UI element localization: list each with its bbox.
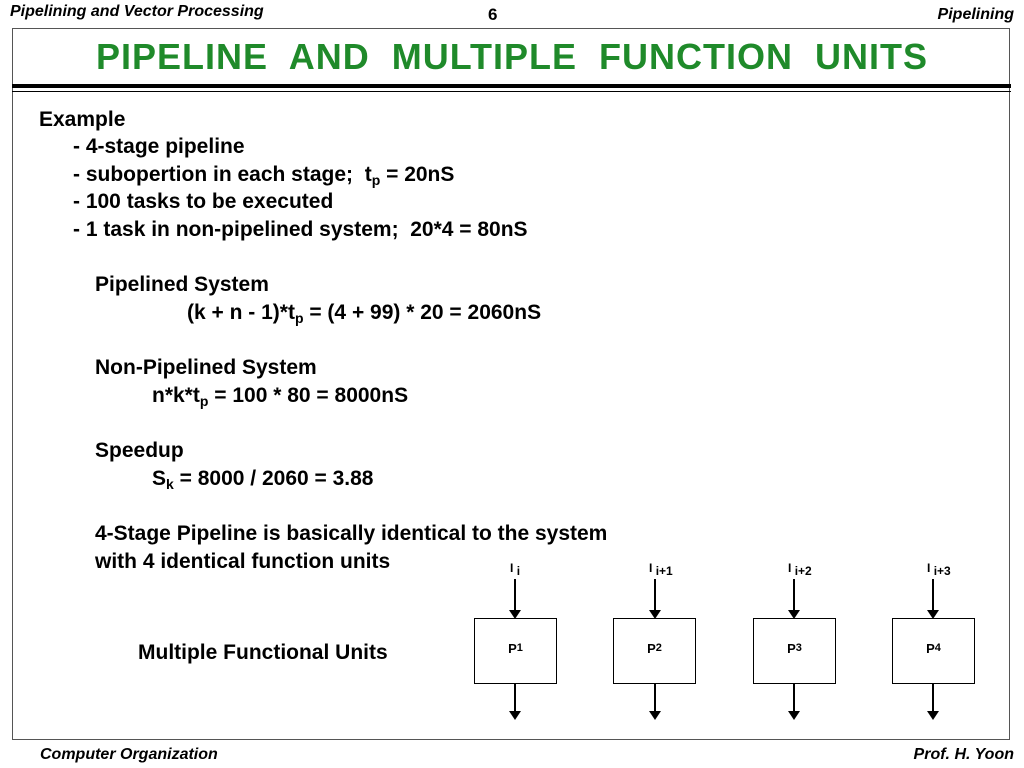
unit-2-input-label: I i+1 [649, 561, 673, 578]
unit-4-input-label: I i+3 [927, 561, 951, 578]
unit-1-output-arrow [509, 684, 521, 720]
bullet-suboperation-time: - subopertion in each stage; tp = 20nS [73, 163, 455, 188]
conclusion-line-2: with 4 identical function units [95, 550, 391, 573]
page-number: 6 [488, 5, 498, 24]
unit-3-output-arrow [788, 684, 800, 720]
footer-course-name: Computer Organization [40, 746, 218, 763]
conclusion-line-1: 4-Stage Pipeline is basically identical … [95, 522, 608, 545]
bullet-non-pipelined-time: - 1 task in non-pipelined system; 20*4 =… [73, 218, 528, 241]
header-section-title: Pipelining [937, 6, 1014, 23]
unit-3-input-label: I i+2 [788, 561, 812, 578]
unit-4-output-arrow [927, 684, 939, 720]
bullet-task-count: - 100 tasks to be executed [73, 190, 334, 213]
unit-3-input-arrow [788, 579, 800, 619]
unit-4-input-arrow [927, 579, 939, 619]
slide-frame [12, 28, 1010, 740]
unit-1-input-label: I i [510, 561, 521, 578]
unit-1-input-arrow [509, 579, 521, 619]
example-heading: Example [39, 108, 126, 131]
pipelined-system-formula: (k + n - 1)*tp = (4 + 99) * 20 = 2060nS [187, 301, 542, 326]
unit-2-output-arrow [649, 684, 661, 720]
non-pipelined-system-formula: n*k*tp = 100 * 80 = 8000nS [152, 384, 409, 409]
title-rule-thick [12, 84, 1011, 88]
pipelined-system-heading: Pipelined System [95, 273, 269, 296]
slide-title: PIPELINE AND MULTIPLE FUNCTION UNITS [96, 36, 928, 77]
speedup-heading: Speedup [95, 439, 184, 462]
non-pipelined-system-heading: Non-Pipelined System [95, 356, 317, 379]
unit-2-input-arrow [649, 579, 661, 619]
diagram-label: Multiple Functional Units [138, 641, 388, 664]
header-course-title: Pipelining and Vector Processing [10, 3, 264, 20]
footer-author: Prof. H. Yoon [913, 746, 1014, 763]
speedup-formula: Sk = 8000 / 2060 = 3.88 [152, 467, 374, 492]
bullet-pipeline-stages: - 4-stage pipeline [73, 135, 245, 158]
title-rule-thin [12, 91, 1011, 92]
